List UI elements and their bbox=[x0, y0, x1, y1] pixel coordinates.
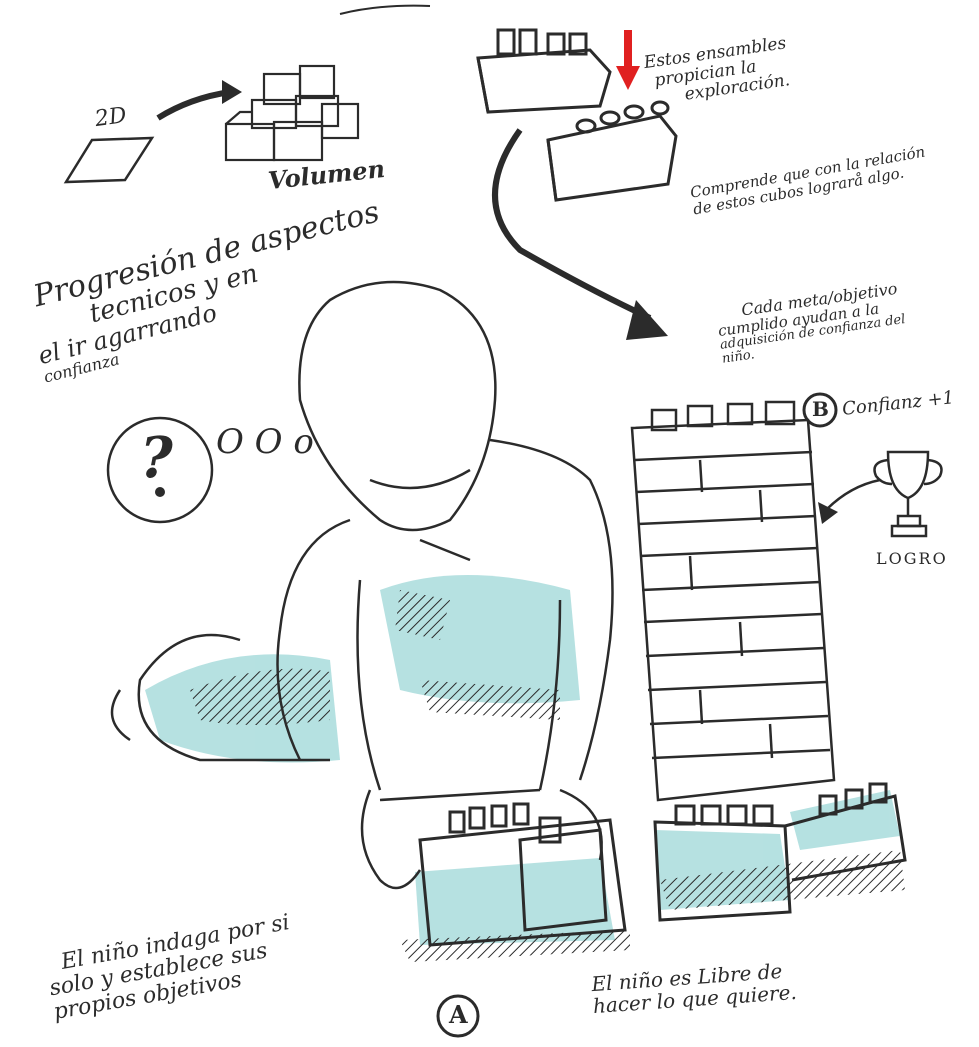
red-arrow-head-icon bbox=[616, 66, 640, 90]
badge-a-label: A bbox=[449, 1002, 468, 1028]
label-logro: LOGRO bbox=[876, 550, 948, 568]
arrow-2d-to-volume bbox=[158, 92, 230, 118]
logro-arrow-head-icon bbox=[818, 502, 838, 524]
logro-arrow bbox=[826, 480, 880, 510]
block-tower bbox=[632, 402, 834, 800]
trophy-icon bbox=[875, 452, 942, 536]
thought-dots: O O o bbox=[216, 424, 314, 461]
stray-stroke bbox=[340, 6, 430, 14]
label-2d: 2D bbox=[93, 104, 128, 132]
flat-shape-2d bbox=[66, 138, 152, 182]
curved-arrow bbox=[495, 130, 650, 318]
badge-b-label: B bbox=[812, 398, 829, 420]
question-mark: ? bbox=[140, 428, 173, 490]
volume-cubes bbox=[226, 66, 358, 160]
arrow-head-icon bbox=[222, 80, 242, 104]
curved-arrow-head-icon bbox=[626, 300, 668, 340]
